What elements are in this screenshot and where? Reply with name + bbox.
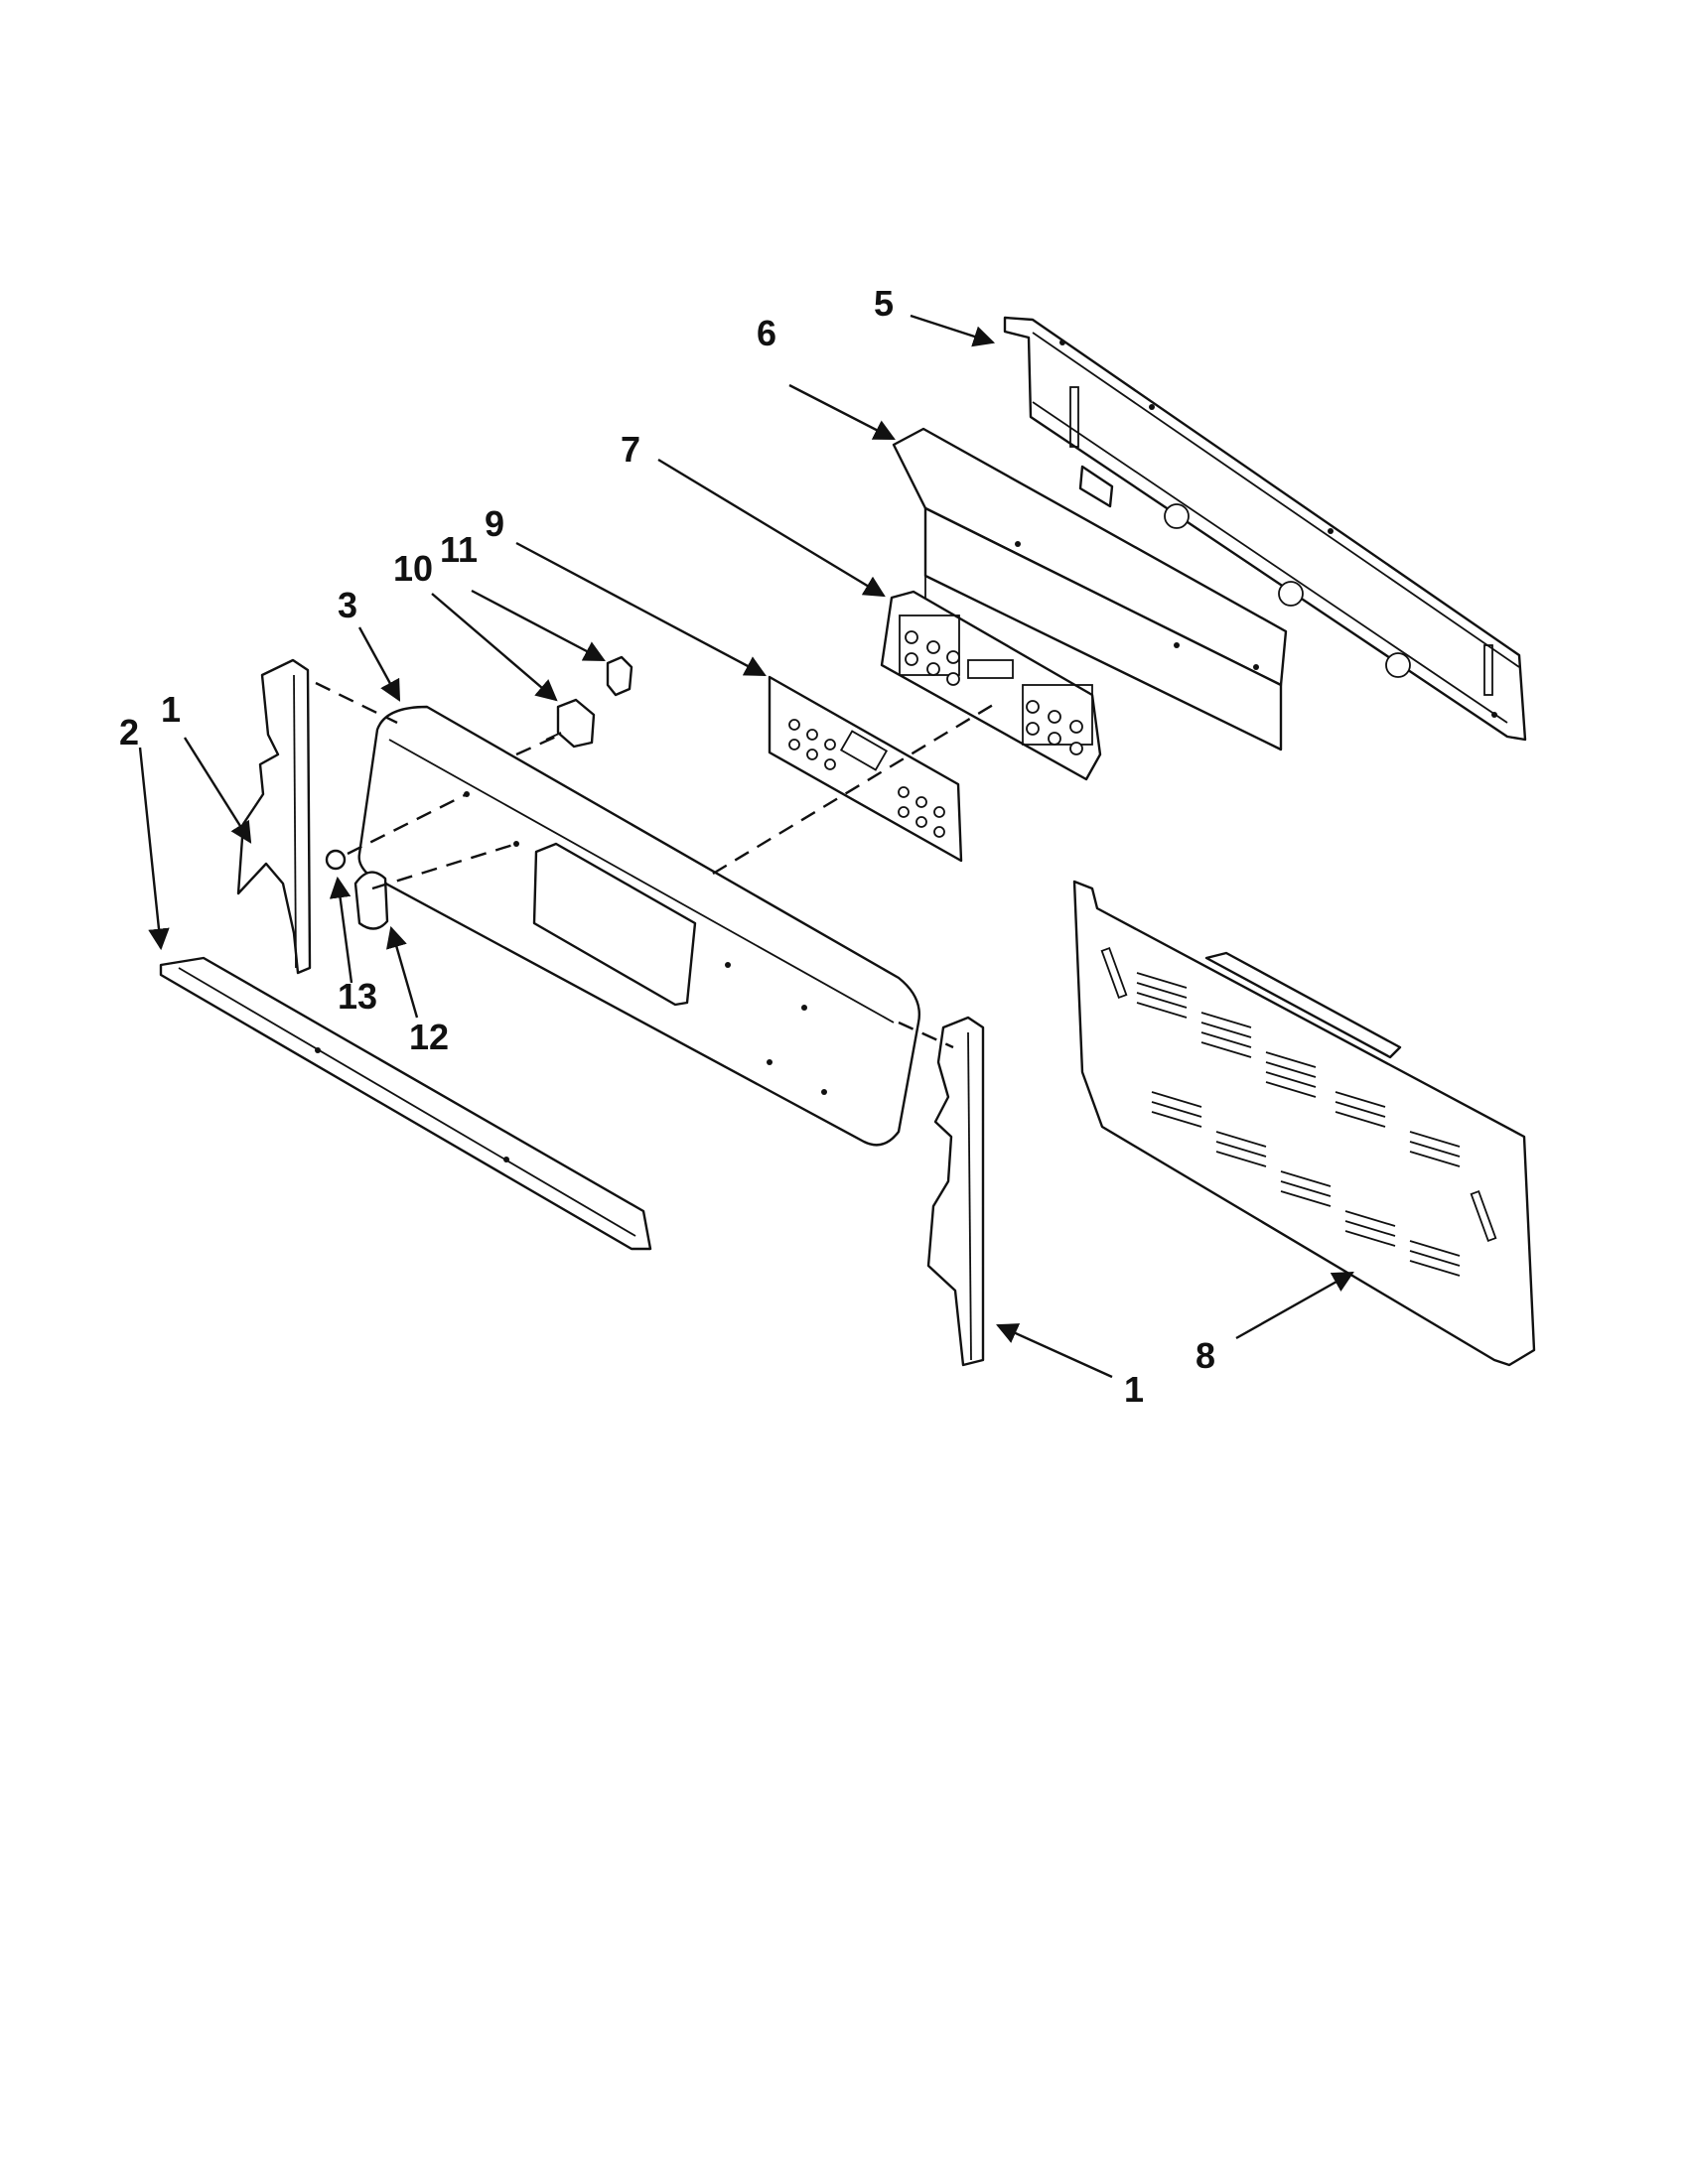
callout-13: 13	[338, 976, 377, 1017]
callout-9: 9	[485, 503, 504, 544]
bottom-trim-part	[159, 956, 652, 1251]
rear-bracket-part	[1003, 316, 1527, 742]
back-panel-part	[1072, 880, 1536, 1367]
callout-7: 7	[621, 429, 640, 470]
callout-2: 2	[119, 712, 139, 752]
switch-part	[545, 698, 596, 749]
end-cap-right-part	[926, 1016, 985, 1367]
callout-5: 5	[874, 283, 894, 324]
button-part	[325, 849, 347, 871]
callout-1-right: 1	[1124, 1369, 1144, 1410]
leader-lines	[138, 314, 1354, 1379]
knob-part	[353, 871, 389, 930]
heat-shield-part	[892, 427, 1288, 751]
control-board-part	[880, 590, 1102, 781]
callout-8: 8	[1196, 1335, 1215, 1376]
callout-3: 3	[338, 585, 357, 625]
callout-labels: 5 6 7 9 11 10 3 1 2 13 12 1 8	[119, 283, 1215, 1410]
callout-12: 12	[409, 1017, 449, 1057]
callout-1-left: 1	[161, 689, 181, 730]
callout-10: 10	[393, 548, 433, 589]
callout-6: 6	[757, 313, 776, 353]
console-panel-part	[357, 705, 920, 1147]
end-cap-left-part	[236, 658, 312, 975]
keypad-overlay-part	[768, 675, 963, 863]
callout-11: 11	[440, 529, 478, 570]
assembly-lines	[315, 681, 994, 1049]
relay-part	[606, 655, 633, 697]
